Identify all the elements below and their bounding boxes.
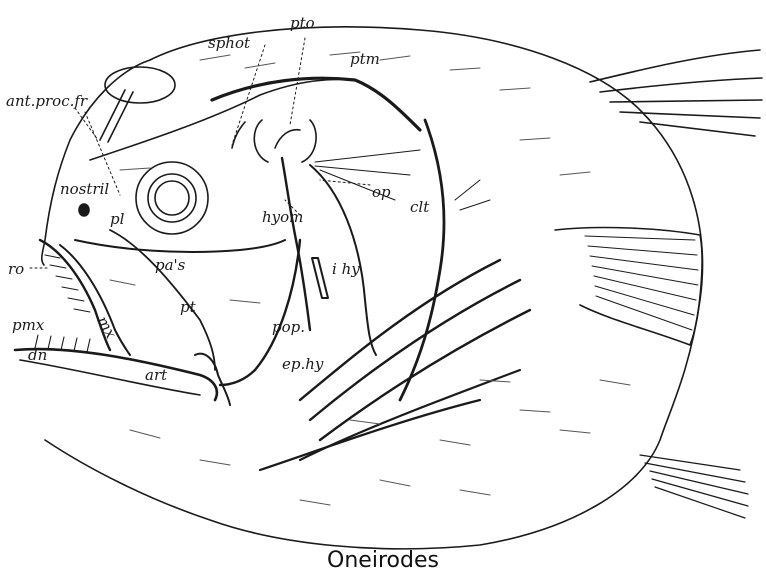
label-pl: pl [110,212,124,227]
figure-caption: Oneirodes [0,548,766,573]
branchiostegal-4 [300,370,520,460]
esca [105,67,175,103]
label-art: art [145,368,167,383]
cleithrum [400,120,444,400]
hyom-bone [282,158,310,330]
pectoral-fin [555,228,702,345]
label-sphot: sphot [208,36,250,51]
dorsal-fin [590,50,762,136]
orbit-arc [254,120,316,162]
eye-inner [155,181,189,215]
label-ptm: ptm [350,52,380,67]
body-outline [45,27,703,549]
eye-outer [136,162,208,234]
branchiostegal-2 [310,280,520,420]
opercle-rays [315,150,420,200]
label-ep-hy: ep.hy [282,357,323,372]
label-pmx: pmx [12,318,44,333]
label-hyom: hyom [262,210,303,225]
label-pop: pop. [272,320,305,335]
branchiostegal-1 [300,260,500,400]
maxilla [60,245,130,355]
label-pa-s: pa's [155,258,185,273]
head-outline [42,60,150,265]
interhyal [312,258,328,298]
nostril-mark [79,204,89,216]
label-clt: clt [410,200,429,215]
label-ant-proc-fr: ant.proc.fr [6,94,87,109]
label-ro: ro [8,262,24,277]
articular [195,354,230,405]
label-pto: pto [290,16,315,31]
label-pt: pt [180,300,196,315]
palatine [75,240,285,252]
label-op: op [372,185,391,200]
label-dn: dn [28,348,47,363]
pto-bone [275,130,300,148]
branchiostegal-5 [260,400,480,470]
label-nostril: nostril [60,182,109,197]
label-i-hy: i hy [332,262,360,277]
ptm-bone [212,78,420,130]
